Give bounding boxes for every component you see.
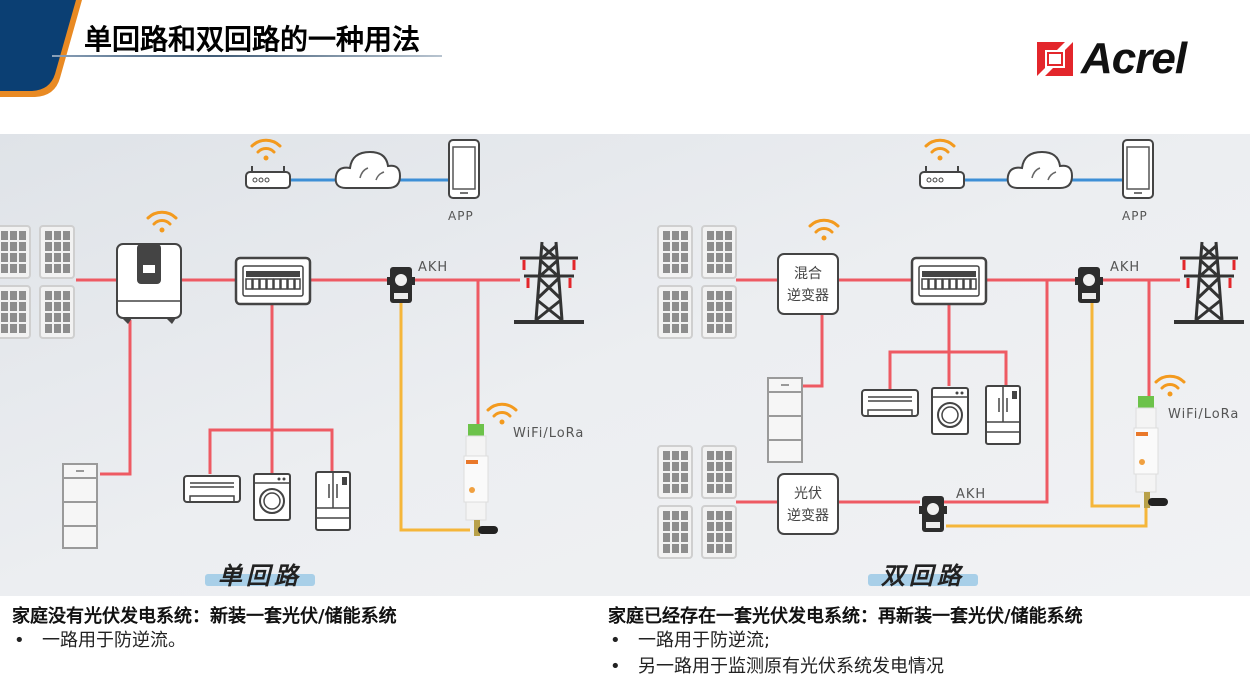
list-item: •另一路用于监测原有光伏系统发电情况 bbox=[610, 656, 944, 677]
single-power-lines bbox=[76, 278, 520, 476]
dual-washer-icon bbox=[931, 387, 969, 435]
phone-app-icon bbox=[448, 139, 480, 199]
single-circuit-diagram: APP AKH bbox=[0, 138, 586, 590]
list-item: •一路用于防逆流。 bbox=[14, 630, 186, 651]
right-heading: 家庭已经存在一套光伏发电系统：再新装一套光伏/储能系统 bbox=[608, 606, 1083, 627]
single-inverter-icon bbox=[116, 243, 182, 324]
dual-wireless-label: WiFi/LoRa bbox=[1168, 407, 1239, 422]
header-accent-shape bbox=[0, 0, 82, 97]
single-circuit-label: 单回路 bbox=[218, 562, 302, 590]
dual-phone-app-icon bbox=[1122, 139, 1154, 199]
single-ct-label: AKH bbox=[418, 260, 448, 275]
acrel-logo-icon bbox=[1037, 42, 1073, 76]
single-ct-akh-icon bbox=[387, 267, 415, 303]
diagram-background bbox=[0, 134, 1250, 596]
dual-signal-lines bbox=[946, 300, 1148, 528]
title-divider bbox=[52, 55, 442, 57]
dual-circuit-diagram: APP 混合 逆变器 bbox=[657, 138, 1246, 590]
dual-app-label: APP bbox=[1122, 209, 1148, 223]
dual-label-underline bbox=[868, 574, 978, 586]
left-heading: 家庭没有光伏发电系统：新装一套光伏/储能系统 bbox=[12, 606, 397, 627]
single-app-label: APP bbox=[448, 209, 474, 223]
circuit-diagram: APP AKH bbox=[0, 134, 1250, 596]
dual-ct-akh-bottom-icon bbox=[919, 496, 947, 532]
single-signal-line bbox=[399, 300, 470, 532]
list-item: •一路用于防逆流; bbox=[610, 630, 771, 651]
single-wireless-label: WiFi/LoRa bbox=[513, 426, 584, 441]
dual-ct-akh-top-icon bbox=[1075, 267, 1103, 303]
dual-fridge-icon bbox=[985, 385, 1021, 445]
dual-power-lines bbox=[736, 278, 1180, 504]
single-label-underline bbox=[205, 574, 315, 586]
dual-ct-top-label: AKH bbox=[1110, 260, 1140, 275]
pv-inverter-label-line2: 逆变器 bbox=[787, 508, 829, 524]
left-bullet-list: •一路用于防逆流。 bbox=[12, 628, 186, 654]
dual-hybrid-inverter-icon: 混合 逆变器 bbox=[777, 253, 839, 315]
acrel-logo: Acrel bbox=[1035, 34, 1187, 84]
dual-distribution-box-icon bbox=[910, 256, 988, 306]
single-battery-icon bbox=[62, 463, 98, 549]
logo-text: Acrel bbox=[1081, 34, 1187, 83]
dual-ct-bottom-label: AKH bbox=[956, 487, 986, 502]
pv-inverter-label-line1: 光伏 bbox=[794, 486, 822, 502]
right-bullet-list: •一路用于防逆流; •另一路用于监测原有光伏系统发电情况 bbox=[608, 628, 944, 680]
dual-circuit-label: 双回路 bbox=[881, 562, 965, 590]
dual-pv-inverter-icon: 光伏 逆变器 bbox=[777, 473, 839, 535]
single-distribution-box-icon bbox=[234, 256, 312, 306]
page-title: 单回路和双回路的一种用法 bbox=[84, 23, 421, 56]
hybrid-inverter-label-line1: 混合 bbox=[794, 266, 822, 282]
hybrid-inverter-label-line2: 逆变器 bbox=[787, 288, 829, 304]
dual-air-conditioner-icon bbox=[861, 389, 919, 417]
single-fridge-icon bbox=[315, 471, 351, 531]
single-air-conditioner-icon bbox=[183, 475, 241, 503]
single-washer-icon bbox=[253, 473, 291, 521]
dual-battery-icon bbox=[767, 377, 803, 463]
